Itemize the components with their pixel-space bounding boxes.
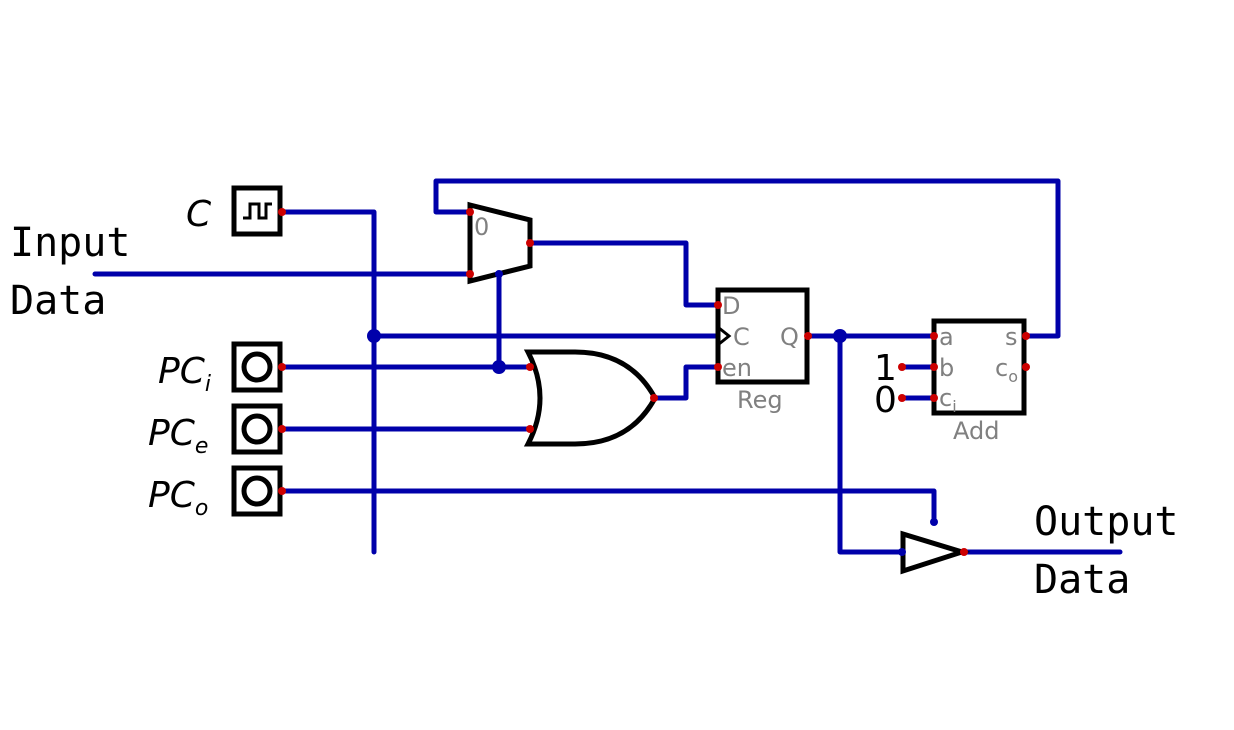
button-icon [241, 413, 273, 445]
constant-b: 1 [874, 348, 897, 389]
mux-body[interactable] [467, 201, 533, 285]
input-data-label-line2: Data [10, 278, 106, 324]
pc-i-label: PCi [158, 351, 211, 397]
multiplexer[interactable]: 0 [466, 201, 534, 285]
wire-mux-to-reg [527, 240, 721, 308]
adder-name: Add [953, 417, 999, 445]
pc-e-label: PCe [148, 413, 208, 459]
clock-icon [243, 202, 272, 220]
adder-body[interactable] [931, 318, 1027, 416]
register-pin-d: D [722, 292, 740, 320]
tristate-buffer[interactable] [898, 518, 971, 575]
or-gate[interactable] [523, 349, 658, 447]
register-name: Reg [737, 386, 783, 414]
button-icon [241, 475, 273, 507]
adder-pin-a: a [939, 323, 954, 351]
register[interactable]: D C en Q Reg [714, 287, 812, 414]
output-data-label-line1: Output [1034, 499, 1179, 545]
or-gate-body[interactable] [523, 349, 658, 447]
wire-q-to-buffer [837, 333, 905, 555]
pc-o-label: PCo [148, 475, 208, 521]
wire-clock [279, 209, 377, 555]
junction-pc-i [492, 360, 506, 374]
adder-pin-b: b [939, 354, 954, 382]
junction-q [833, 329, 847, 343]
register-body[interactable] [715, 287, 810, 385]
wire-or-to-en [651, 364, 721, 401]
adder-pin-ci: ci [939, 384, 957, 416]
register-pin-en: en [722, 354, 752, 382]
buffer-body[interactable] [900, 530, 971, 575]
junction-clock [367, 329, 381, 343]
constant-ci: 0 [874, 380, 897, 421]
pc-i-button[interactable]: PCi [158, 341, 286, 397]
clock-input[interactable]: C [186, 185, 286, 237]
register-pin-c: C [733, 323, 750, 351]
wires [92, 178, 1123, 555]
mux-input-0-label: 0 [474, 213, 489, 241]
wire-feedback [433, 178, 1061, 339]
wire-pc-o [279, 488, 937, 525]
clock-edge-icon [718, 326, 732, 346]
input-data-label-line1: Input [10, 220, 130, 266]
pc-e-button[interactable]: PCe [148, 403, 286, 459]
clock-label: C [186, 194, 212, 235]
pc-o-button[interactable]: PCo [148, 465, 286, 521]
output-data-label-line2: Data [1034, 557, 1130, 603]
adder-pin-s: s [1005, 323, 1018, 351]
adder-pin-co: co [995, 354, 1018, 386]
clock-box[interactable] [231, 185, 283, 237]
adder[interactable]: a b ci s co Add [930, 318, 1030, 445]
register-pin-q: Q [780, 323, 799, 351]
button-icon [241, 351, 273, 383]
